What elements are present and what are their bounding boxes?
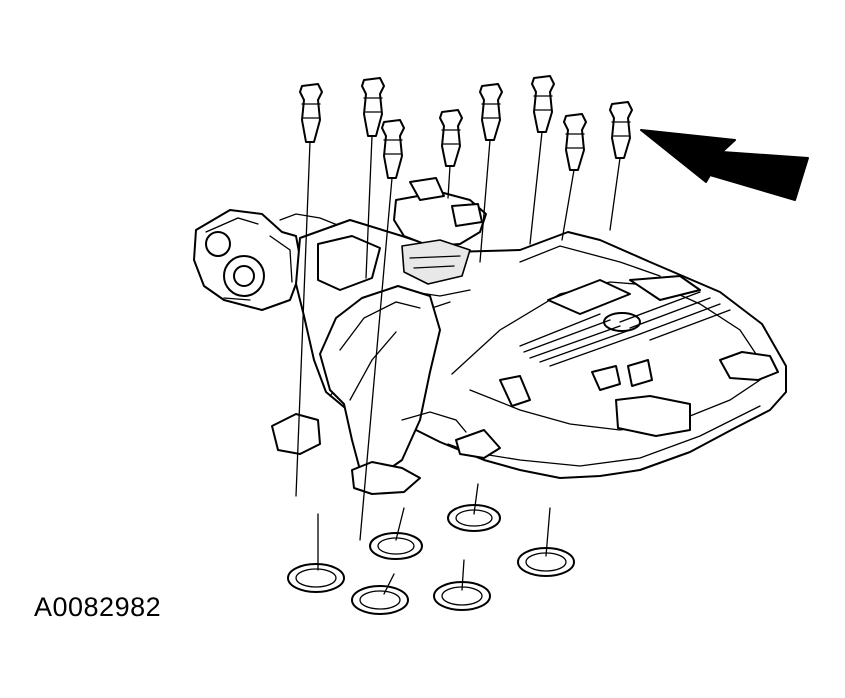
gasket-2 (369, 532, 423, 560)
bolt-5 (479, 83, 503, 263)
bolt-3 (359, 119, 405, 541)
manifold-cover-ribs (519, 275, 731, 367)
figure-id-label: A0082982 (34, 592, 162, 622)
manifold-bolts (295, 75, 633, 541)
vacuum-fittings (499, 351, 779, 437)
bolt-6 (529, 75, 555, 245)
gasket-5 (351, 585, 409, 615)
gasket-3 (447, 504, 501, 532)
bolt-7 (561, 113, 587, 241)
gasket-1 (287, 563, 345, 593)
bolt-8 (609, 101, 633, 231)
intake-gaskets (287, 504, 575, 615)
bolt-1 (295, 83, 323, 497)
intake-runners (271, 285, 501, 495)
egr-sensor-cluster (317, 177, 487, 291)
gasket-6 (433, 581, 491, 611)
bolt-4 (439, 109, 463, 199)
bolt-2 (361, 77, 385, 279)
front-direction-arrow (640, 129, 809, 201)
gasket-guide-lines (317, 483, 551, 595)
gasket-4 (517, 547, 575, 577)
